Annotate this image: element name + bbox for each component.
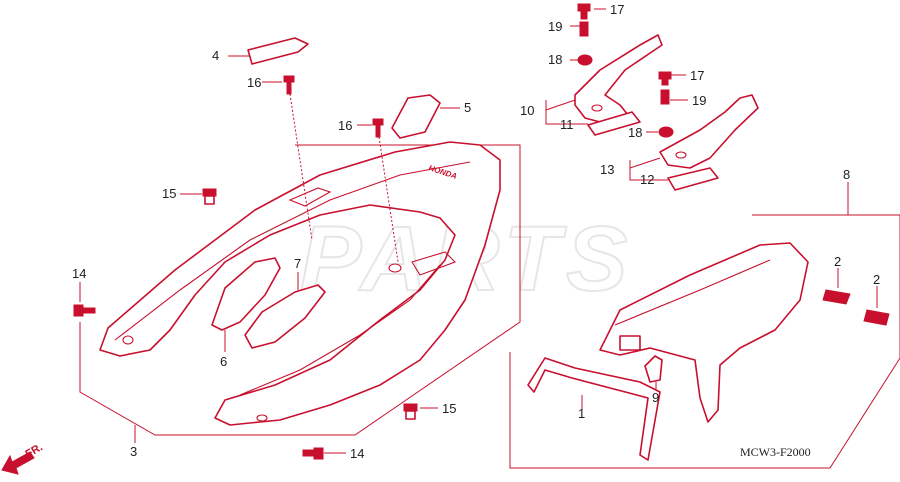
washer-part-18a bbox=[577, 54, 593, 66]
callout-15b: 15 bbox=[442, 401, 456, 416]
rear-cowl-part: HONDA bbox=[99, 141, 501, 426]
cushion-part-2a bbox=[822, 289, 851, 305]
svg-text:FR.: FR. bbox=[24, 441, 45, 460]
callout-18a: 18 bbox=[548, 52, 562, 67]
trim-part-6 bbox=[211, 257, 281, 331]
cowl-assembly-frame bbox=[79, 144, 521, 436]
bolt-part-14b bbox=[302, 447, 324, 460]
callout-8: 8 bbox=[843, 167, 850, 182]
cushion-part-2b bbox=[863, 309, 890, 326]
cap-part-4 bbox=[247, 37, 309, 65]
screw-part-17a bbox=[577, 3, 591, 20]
seat-part-8 bbox=[599, 242, 809, 423]
callout-13: 13 bbox=[600, 162, 614, 177]
callout-14b: 14 bbox=[350, 446, 364, 461]
callout-3: 3 bbox=[130, 444, 137, 459]
cap-part-5 bbox=[391, 94, 441, 139]
callout-19b: 19 bbox=[692, 93, 706, 108]
callout-19a: 19 bbox=[548, 19, 562, 34]
callout-15a: 15 bbox=[162, 186, 176, 201]
seat-assembly-frame bbox=[509, 214, 900, 469]
callout-1: 1 bbox=[578, 406, 585, 421]
callout-11: 11 bbox=[560, 117, 574, 132]
callout-12: 12 bbox=[640, 172, 654, 187]
callout-7: 7 bbox=[294, 256, 301, 271]
bolt-part-14a bbox=[73, 304, 96, 317]
callout-5: 5 bbox=[464, 100, 471, 115]
callout-17a: 17 bbox=[610, 2, 624, 17]
screw-part-16a bbox=[283, 75, 295, 95]
screw-part-17b bbox=[658, 71, 672, 86]
screw-part-16b bbox=[372, 118, 384, 138]
bolt-part-19b bbox=[660, 89, 670, 105]
callout-2b: 2 bbox=[873, 272, 880, 287]
grommet-part-15b bbox=[403, 403, 418, 420]
washer-part-18b bbox=[658, 126, 674, 138]
callout-9: 9 bbox=[652, 390, 659, 405]
trim-part-7 bbox=[244, 284, 326, 349]
grab-rail-part-13 bbox=[659, 94, 759, 191]
callout-10: 10 bbox=[520, 103, 534, 118]
seat-frame-part-1 bbox=[527, 357, 661, 461]
callout-17b: 17 bbox=[690, 68, 704, 83]
grommet-part-15a bbox=[202, 188, 217, 205]
callout-14a: 14 bbox=[72, 266, 86, 281]
drawing-code: MCW3-F2000 bbox=[740, 445, 811, 459]
front-direction-indicator: FR. bbox=[1, 441, 45, 475]
leader-lines bbox=[79, 8, 878, 454]
callout-4: 4 bbox=[212, 48, 219, 63]
callout-16b: 16 bbox=[338, 118, 352, 133]
callout-6: 6 bbox=[220, 354, 227, 369]
grab-rail-part-10 bbox=[574, 34, 663, 136]
bracket-part-9 bbox=[644, 355, 663, 383]
callout-2a: 2 bbox=[834, 254, 841, 269]
bolt-part-19a bbox=[579, 21, 589, 37]
callout-16a: 16 bbox=[247, 75, 261, 90]
callout-18b: 18 bbox=[628, 125, 642, 140]
